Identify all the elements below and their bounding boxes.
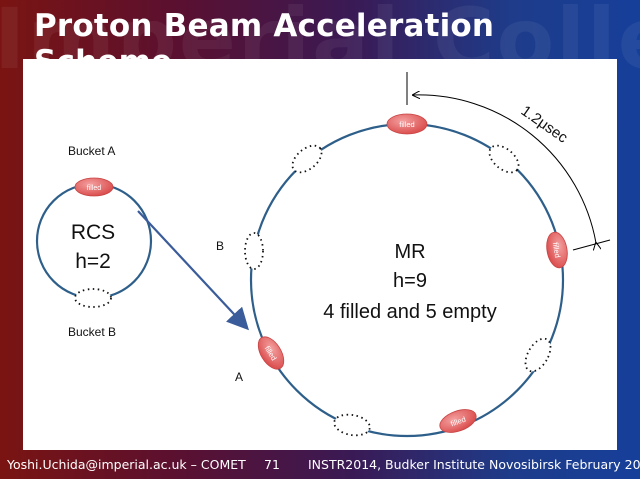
bucket-a-label: Bucket A — [68, 144, 115, 158]
mr-bucket-empty — [488, 144, 520, 174]
rcs-bucket-b-empty — [74, 288, 112, 308]
mr-bucket-filled-right: filled — [546, 231, 568, 269]
tick-right — [572, 239, 611, 251]
rcs-name: RCS — [71, 221, 115, 244]
timing-label: 1.2μsec — [518, 102, 571, 147]
mr-bucket-empty — [333, 413, 371, 437]
rcs-harmonic: h=2 — [75, 250, 111, 273]
mr-name: MR — [394, 241, 425, 263]
bucket-b-label: Bucket B — [68, 325, 116, 339]
filled-label: filled — [399, 120, 414, 129]
mr-bucket-empty — [524, 337, 552, 373]
page-number: 71 — [264, 457, 280, 472]
mr-harmonic: h=9 — [393, 270, 427, 292]
mr-bucket-empty — [244, 232, 264, 270]
mr-bucket-filled-left: filled — [257, 336, 285, 370]
marker-a: A — [235, 370, 243, 384]
rcs-bucket-a-filled: filled — [74, 177, 114, 197]
footer-event: INSTR2014, Budker Institute Novosibirsk … — [308, 457, 640, 472]
mr-bucket-empty — [291, 144, 323, 174]
footer-author: Yoshi.Uchida@imperial.ac.uk – COMET — [7, 457, 246, 472]
marker-b: B — [216, 239, 224, 253]
mr-bucket-filled-top: filled — [386, 113, 428, 135]
filled-label: filled — [87, 185, 102, 192]
timing-arc — [413, 95, 596, 243]
mr-bucket-filled-bottom: filled — [439, 409, 477, 433]
transfer-arrow — [137, 210, 249, 331]
mr-description: 4 filled and 5 empty — [323, 301, 496, 323]
